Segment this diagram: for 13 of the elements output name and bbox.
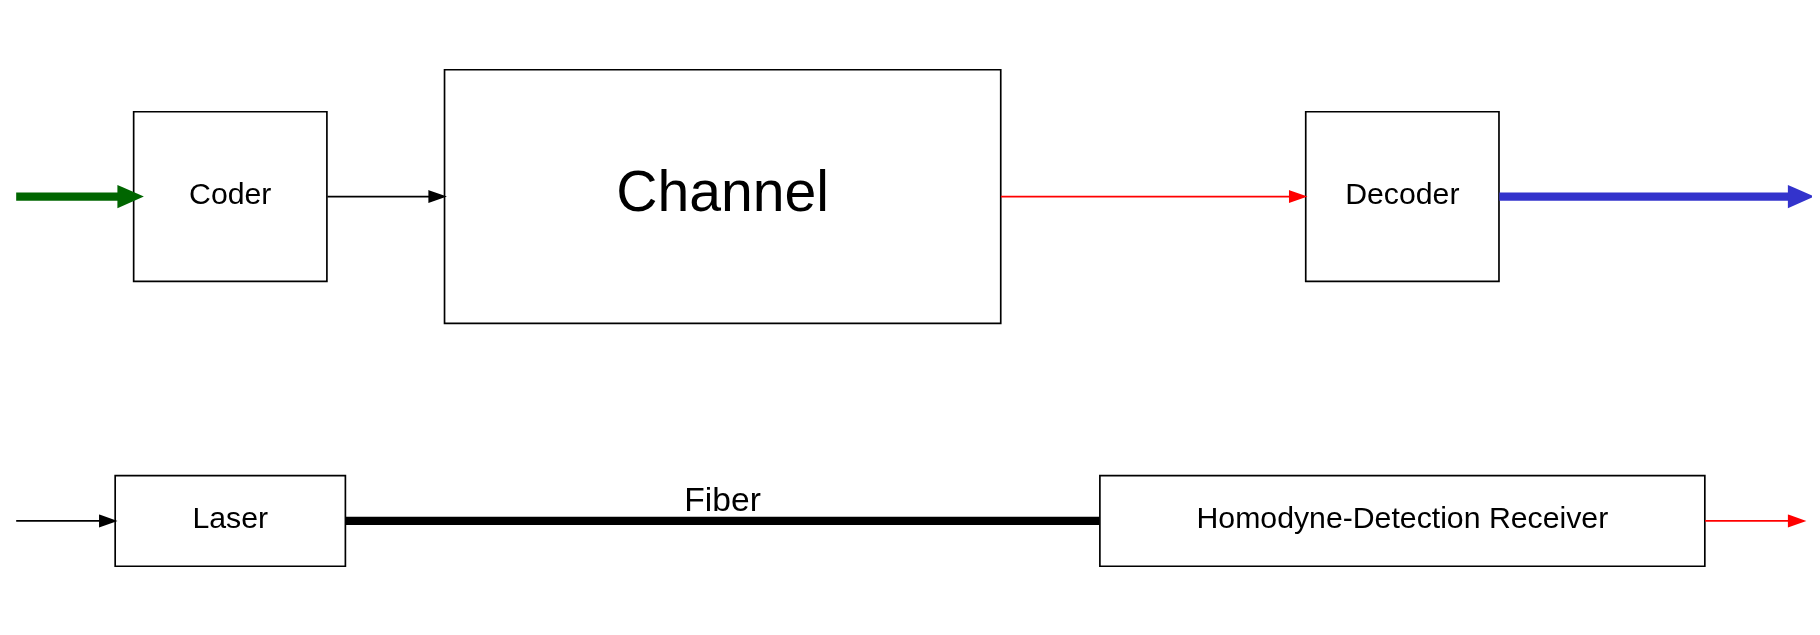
node-box: Laser [114, 474, 347, 567]
node-box: Decoder [1304, 110, 1500, 282]
arrow [1704, 513, 1807, 527]
arrow [1499, 184, 1812, 208]
edge-label: Fiber [684, 480, 761, 518]
arrow [16, 184, 144, 208]
arrow [15, 513, 118, 527]
node-box: Channel [443, 68, 1002, 324]
node-box: Coder [132, 110, 328, 282]
arrow [326, 189, 447, 203]
node-box: Homodyne-Detection Receiver [1099, 474, 1706, 567]
connector [345, 516, 1100, 525]
arrow [1000, 189, 1308, 203]
